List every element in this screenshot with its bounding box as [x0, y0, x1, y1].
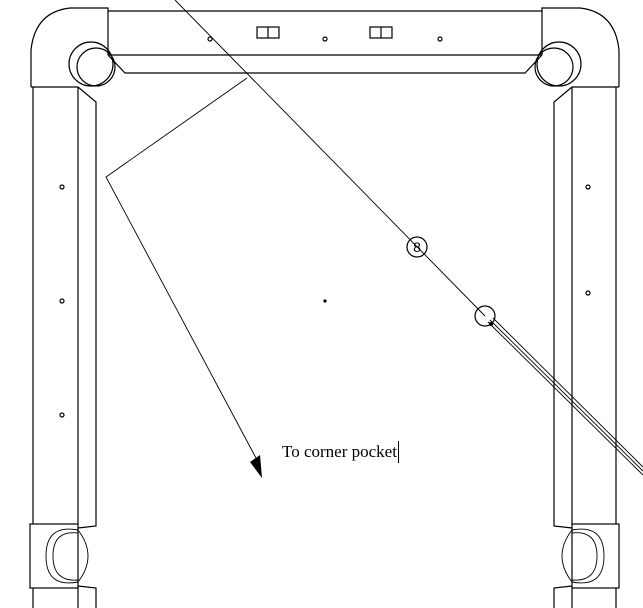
to-corner-pocket-annotation[interactable]: To corner pocket [282, 441, 399, 463]
diamond-marker [207, 36, 213, 42]
side-pocket-right [561, 523, 620, 589]
cue-ball [474, 305, 496, 327]
corner-pocket-top-right [534, 7, 620, 87]
diamond-marker [59, 184, 65, 190]
right-rail [553, 86, 619, 608]
center-spot [323, 299, 327, 303]
top-rail [107, 10, 543, 74]
cue-stick [487, 317, 643, 476]
svg-text:8: 8 [413, 239, 421, 255]
cue-ball-path-arrow [105, 77, 262, 478]
side-pocket-left [29, 523, 89, 589]
diamond-marker [59, 412, 65, 418]
aim-line [174, 0, 486, 317]
diamond-marker [585, 290, 591, 296]
diamond-marker [437, 36, 443, 42]
diamond-marker [322, 36, 328, 42]
diamond-marker [585, 184, 591, 190]
left-rail [31, 86, 97, 608]
corner-pocket-top-left [30, 7, 116, 87]
eight-ball: 8 [406, 236, 428, 258]
diamond-marker [59, 298, 65, 304]
